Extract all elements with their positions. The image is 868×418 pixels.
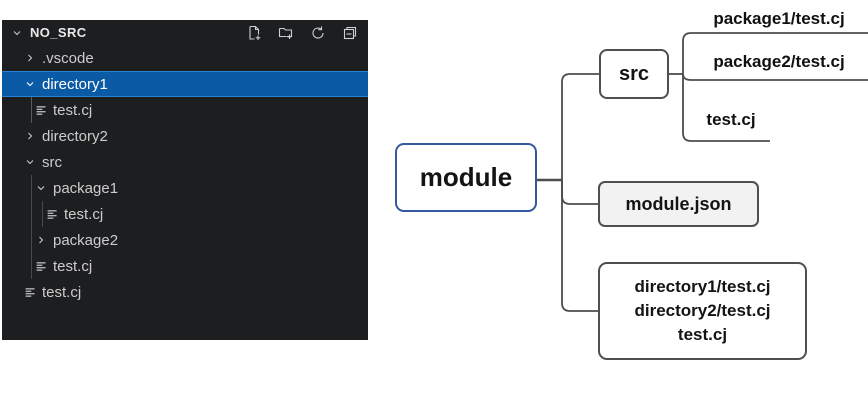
tree-item-src[interactable]: src [2, 149, 368, 175]
chevron-down-icon [33, 180, 49, 196]
file-icon [33, 258, 49, 274]
file-icon [44, 206, 60, 222]
chevron-right-icon [22, 50, 38, 66]
file-tree: .vscode directory1 test.cj directory2 sr [2, 45, 368, 305]
file-explorer-panel: NO_SRC [2, 20, 368, 340]
new-file-icon [248, 25, 260, 40]
connector-module-dirbox [561, 180, 598, 312]
connector-module-src [561, 73, 599, 180]
refresh-button[interactable] [309, 24, 326, 41]
connector-src-package1 [682, 32, 868, 74]
diagram-leaf-package1-test-cj: package1/test.cj [713, 9, 845, 28]
tree-item-package2[interactable]: package2 [2, 227, 368, 253]
indent-guide [31, 97, 32, 123]
file-icon [22, 284, 38, 300]
connector-src-testcj [682, 74, 770, 142]
tree-item-directory1[interactable]: directory1 [2, 71, 368, 97]
chevron-down-icon [9, 25, 25, 41]
tree-item-directory2[interactable]: directory2 [2, 123, 368, 149]
tree-item-directory1-test-cj[interactable]: test.cj [2, 97, 368, 123]
diagram-leaf-package2-test-cj: package2/test.cj [713, 52, 845, 71]
tree-item-src-test-cj[interactable]: test.cj [2, 253, 368, 279]
tree-item-root-test-cj[interactable]: test.cj [2, 279, 368, 305]
explorer-actions [245, 24, 358, 41]
indent-guide [31, 175, 32, 279]
explorer-root-title: NO_SRC [30, 25, 87, 40]
diagram-dirbox-line: directory1/test.cj [634, 277, 771, 296]
collapse-all-button[interactable] [341, 24, 358, 41]
chevron-down-icon [22, 154, 38, 170]
tree-item-package1-test-cj[interactable]: test.cj [2, 201, 368, 227]
diagram-node-module-json: module.json [598, 181, 759, 227]
new-folder-button[interactable] [277, 24, 294, 41]
connector-src-package2 [682, 73, 868, 81]
new-folder-icon [278, 27, 292, 39]
diagram-node-module: module [395, 143, 537, 212]
connector-module-modulejson [561, 180, 598, 205]
explorer-section-header[interactable]: NO_SRC [2, 20, 368, 45]
chevron-right-icon [33, 232, 49, 248]
diagram-dirbox-line: directory2/test.cj [634, 301, 771, 320]
file-icon [33, 102, 49, 118]
diagram-dirbox-line: test.cj [677, 325, 728, 344]
collapse-all-icon [343, 26, 356, 39]
diagram-node-directory-files: directory1/test.cj directory2/test.cj te… [598, 262, 807, 360]
tree-item-vscode[interactable]: .vscode [2, 45, 368, 71]
tree-item-package1[interactable]: package1 [2, 175, 368, 201]
diagram-node-src: src [599, 49, 669, 99]
chevron-right-icon [22, 128, 38, 144]
diagram-leaf-test-cj: test.cj [706, 110, 756, 129]
new-file-button[interactable] [245, 24, 262, 41]
chevron-down-icon [22, 76, 38, 92]
indent-guide [42, 201, 43, 227]
refresh-icon [311, 26, 324, 39]
